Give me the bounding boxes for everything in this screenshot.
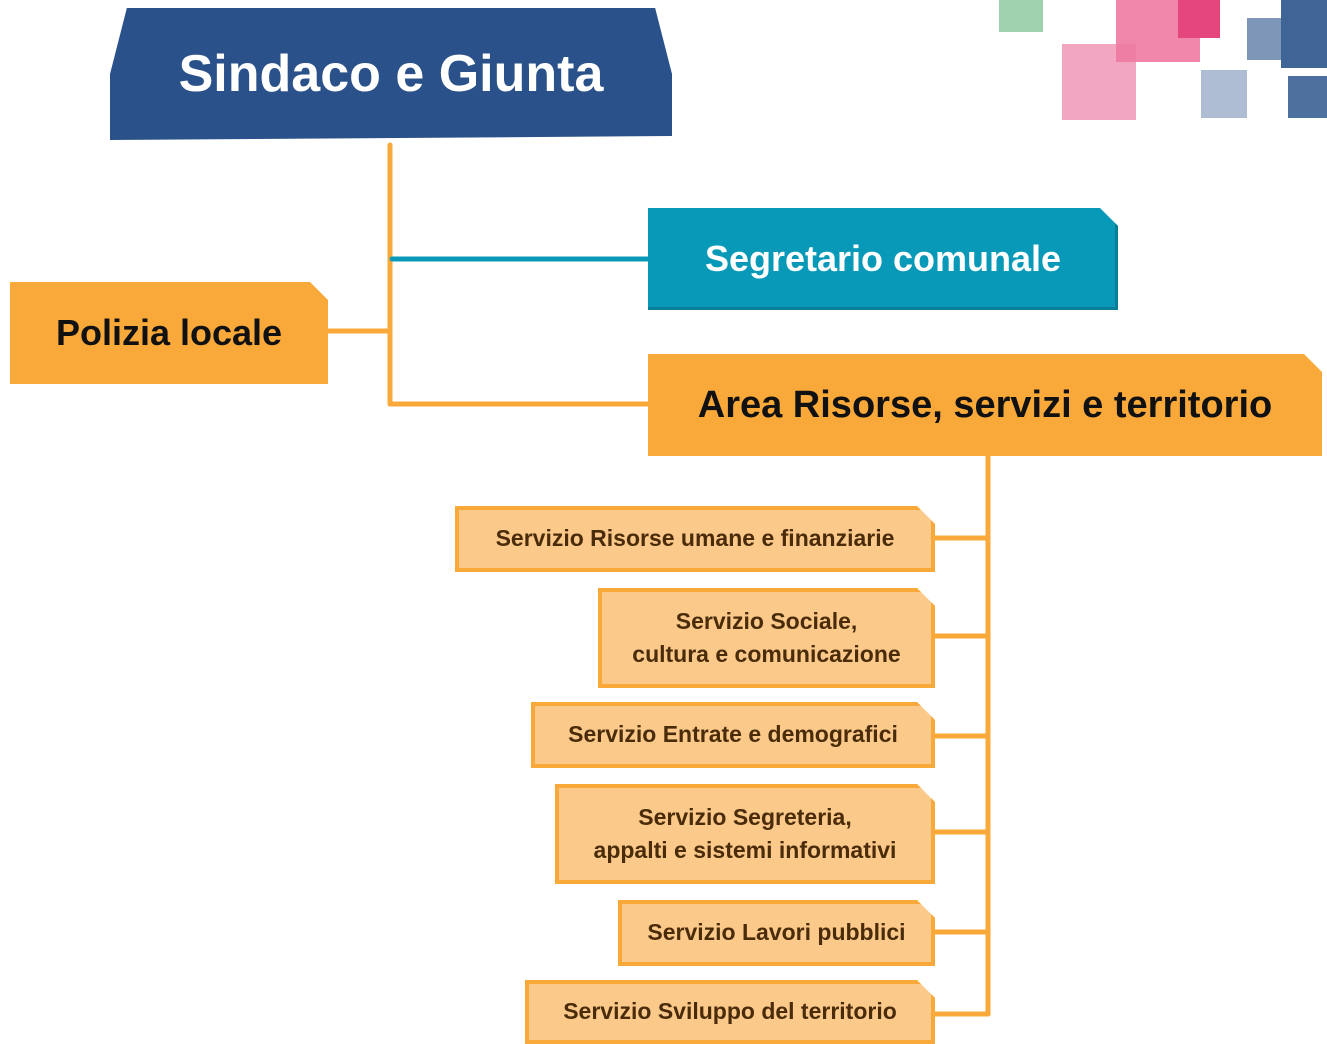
node-label: Sindaco e Giunta [178, 45, 604, 103]
decorative-square [1281, 0, 1327, 68]
node-label: Area Risorse, servizi e territorio [697, 383, 1273, 426]
node-servizio-segreteria: Servizio Segreteria, appalti e sistemi i… [555, 784, 935, 884]
decorative-square [1288, 76, 1327, 118]
node-servizio-entrate: Servizio Entrate e demografici [531, 702, 935, 768]
node-label: Servizio Entrate e demografici [568, 721, 898, 748]
node-area-risorse: Area Risorse, servizi e territorio [648, 354, 1322, 456]
node-servizio-lavori-pubblici: Servizio Lavori pubblici [618, 900, 935, 966]
node-segretario-comunale: Segretario comunale [648, 208, 1118, 310]
node-sindaco-giunta: Sindaco e Giunta [110, 8, 672, 140]
node-label: Polizia locale [55, 312, 283, 353]
decorative-square [1178, 0, 1220, 38]
node-label: Servizio Sviluppo del territorio [563, 998, 897, 1025]
node-polizia-locale: Polizia locale [10, 282, 328, 384]
decorative-square [999, 0, 1043, 32]
decorative-square [1201, 70, 1247, 118]
node-servizio-sociale: Servizio Sociale, cultura e comunicazion… [598, 588, 935, 688]
node-label: Servizio Risorse umane e finanziarie [495, 525, 895, 552]
node-label: Servizio Lavori pubblici [647, 919, 906, 946]
node-label-line2: appalti e sistemi informativi [593, 837, 897, 863]
node-servizio-sviluppo-territorio: Servizio Sviluppo del territorio [525, 980, 935, 1044]
node-label-line1: Servizio Sociale, [675, 607, 858, 634]
node-label: Segretario comunale [704, 238, 1062, 279]
node-servizio-risorse-umane: Servizio Risorse umane e finanziarie [455, 506, 935, 572]
node-label-line2: cultura e comunicazione [632, 641, 901, 667]
node-label-line1: Servizio Segreteria, [638, 803, 852, 830]
